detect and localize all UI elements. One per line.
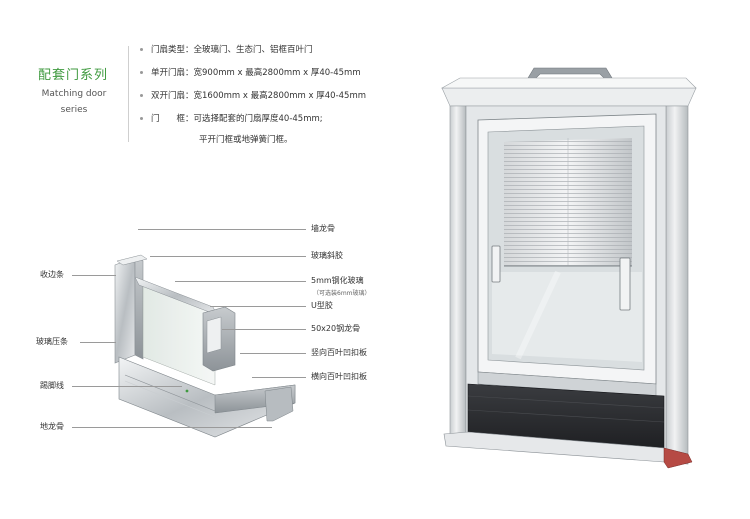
- profile-illustration: [114, 254, 296, 438]
- spec-label: 门 框：: [151, 114, 194, 124]
- series-title: 配套门系列: [38, 68, 109, 83]
- series-title-en: Matching door series: [36, 86, 112, 118]
- spec-item: 门 框： 可选择配套的门扇厚度40-45mm;: [140, 112, 366, 135]
- label-glass-note: （可选装6mm玻璃）: [313, 290, 371, 297]
- label-glass-sealant: 玻璃斜胶: [311, 251, 343, 260]
- leader-line: [138, 229, 306, 230]
- bullet-icon: [140, 94, 143, 97]
- spec-value: 宽1600mm x 最高2800mm x 厚40-45mm: [193, 91, 367, 101]
- leader-line: [252, 377, 306, 378]
- spec-item: 单开门扇： 宽900mm x 最高2800mm x 厚40-45mm: [140, 66, 366, 89]
- leader-line: [80, 342, 116, 343]
- spec-value: 可选择配套的门扇厚度40-45mm;: [193, 114, 323, 124]
- leader-line: [72, 275, 116, 276]
- bullet-icon: [140, 71, 143, 74]
- label-glass-bead: 玻璃压条: [36, 337, 68, 346]
- spec-label: 双开门扇：: [151, 91, 194, 101]
- marker-dot: [185, 389, 189, 393]
- label-floor-stud: 地龙骨: [40, 422, 64, 431]
- label-tempered-glass: 5mm钢化玻璃: [311, 276, 364, 285]
- spec-item: 门扇类型： 全玻璃门、生态门、铝框百叶门: [140, 43, 366, 66]
- spec-item: 双开门扇： 宽1600mm x 最高2800mm x 厚40-45mm: [140, 89, 366, 112]
- series-title-en-line2: series: [60, 105, 88, 115]
- bullet-icon: [140, 117, 143, 120]
- spec-label: 门扇类型：: [151, 45, 194, 55]
- leader-line: [72, 386, 182, 387]
- leader-line: [210, 306, 306, 307]
- leader-line: [72, 427, 272, 428]
- spec-label: 单开门扇：: [151, 68, 194, 78]
- spec-value: 全玻璃门、生态门、铝框百叶门: [193, 45, 313, 55]
- leader-line: [222, 329, 306, 330]
- label-horizontal-louver-panel: 横向百叶凹扣板: [311, 372, 367, 381]
- spec-list: 门扇类型： 全玻璃门、生态门、铝框百叶门 单开门扇： 宽900mm x 最高28…: [140, 43, 366, 135]
- label-steel-stud: 50x20钢龙骨: [311, 324, 361, 333]
- spec-value: 宽900mm x 最高2800mm x 厚40-45mm: [193, 68, 361, 78]
- leader-line: [175, 281, 306, 282]
- leader-line: [150, 256, 306, 257]
- label-trim-strip: 收边条: [40, 270, 64, 279]
- series-title-en-line1: Matching door: [41, 89, 107, 99]
- leader-line: [240, 353, 306, 354]
- label-skirting: 踢脚线: [40, 381, 64, 390]
- label-u-gasket: U型胶: [311, 301, 333, 310]
- label-vertical-louver-panel: 竖向百叶凹扣板: [311, 348, 367, 357]
- divider: [128, 46, 129, 142]
- label-wall-stud: 墙龙骨: [311, 224, 335, 233]
- bullet-icon: [140, 48, 143, 51]
- door-illustration: [440, 67, 697, 469]
- spec-continuation: 平开门框或地弹簧门框。: [199, 135, 293, 145]
